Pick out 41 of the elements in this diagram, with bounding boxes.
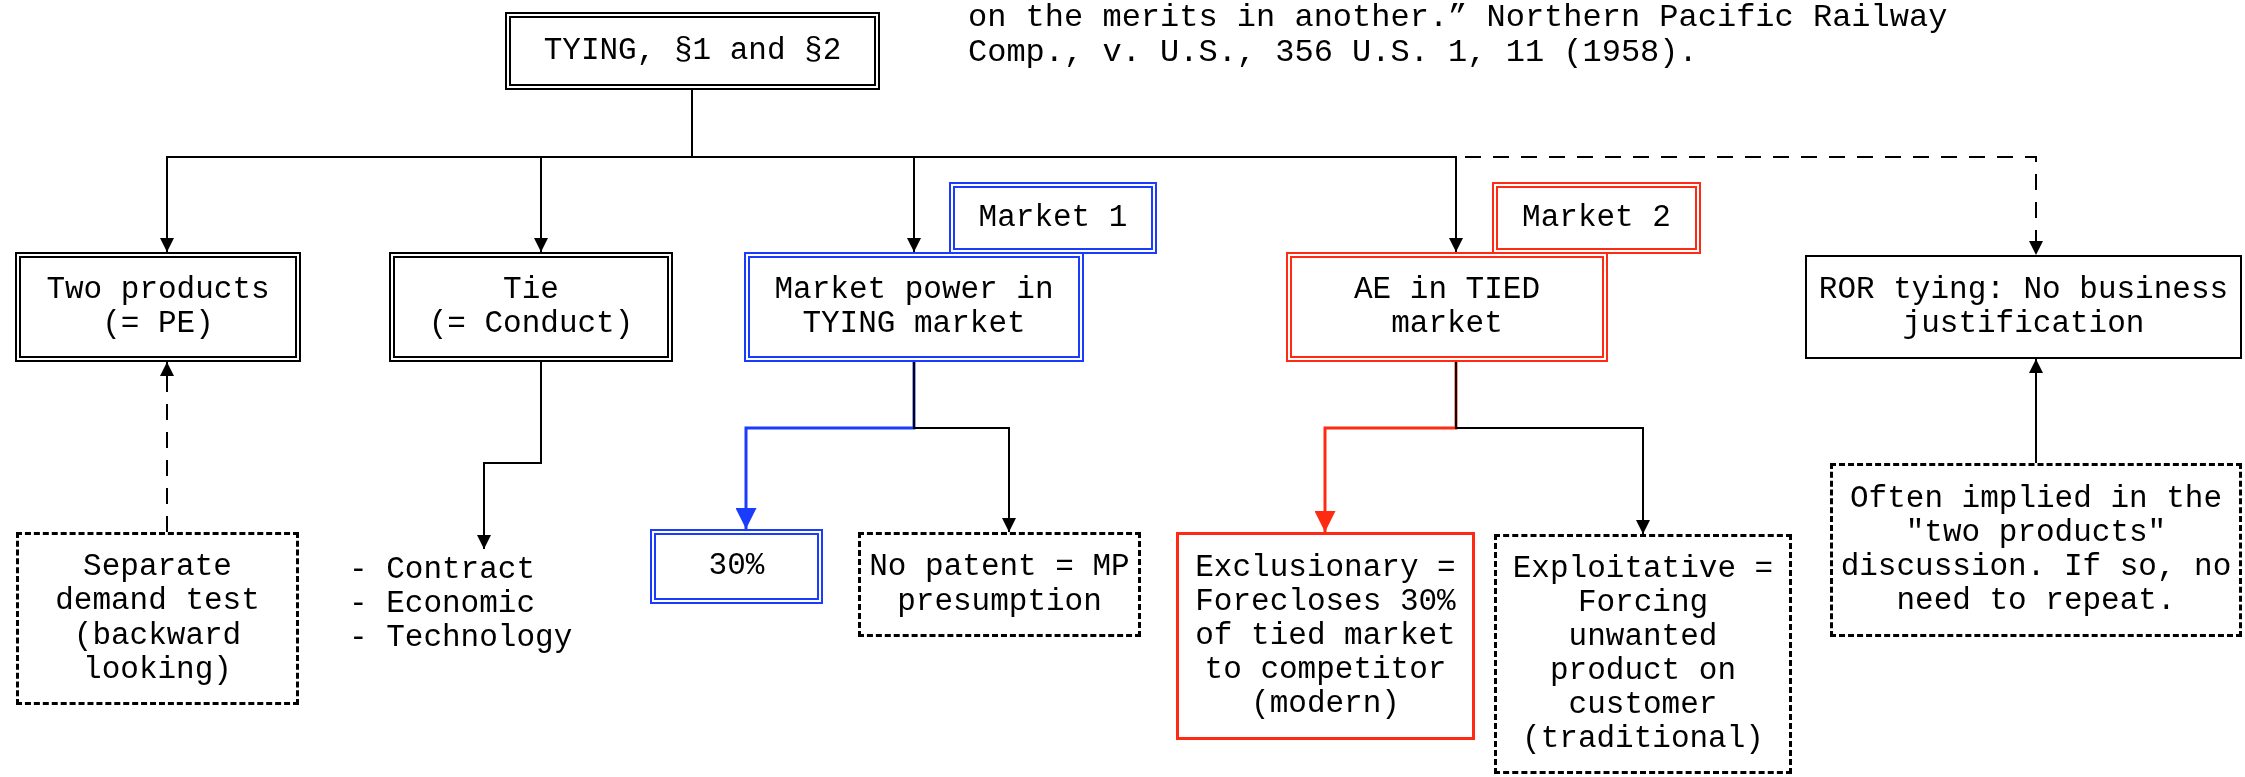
connector-arrow <box>913 361 1016 533</box>
box-text: (= PE) <box>102 307 214 342</box>
connector-arrow <box>2029 358 2043 464</box>
element-box <box>1286 252 1608 362</box>
note-box <box>1830 463 2242 637</box>
list-item: - Economic <box>349 586 536 622</box>
list-item: - Technology <box>349 621 573 656</box>
box-text: ROR tying: No business justification <box>1817 272 2230 342</box>
box-text: Two products <box>46 272 270 307</box>
title-box <box>505 12 880 90</box>
box-text: Market 1 <box>978 200 1128 236</box>
note-box <box>858 532 1141 637</box>
box-text: AE in TIED market <box>1353 272 1541 342</box>
note-box <box>16 532 299 705</box>
list-item: - Contract <box>349 552 536 587</box>
market-tab <box>949 182 1157 254</box>
threshold-box <box>650 529 823 604</box>
connector-arrow <box>735 362 916 529</box>
box-text: 30% <box>708 549 765 584</box>
theory-box <box>1176 532 1475 740</box>
connector-arrow <box>477 361 542 550</box>
box-text: Market 2 <box>1522 200 1671 236</box>
element-box <box>389 252 673 362</box>
connector-arrow <box>1455 361 1650 535</box>
box-text: Exploitative = Forcing unwanted product on customer (traditional) <box>1511 551 1775 757</box>
citation-text: on the merits in another.” Northern Pacific Railway Comp., v. U.S., 356 U.S. 1, 11 (1958). <box>968 0 1949 71</box>
box-text: Separate demand test (backward looking) <box>54 550 261 687</box>
box-text: Market power in TYING market <box>773 272 1055 342</box>
connector-arrow <box>160 361 174 533</box>
box-text: Tie <box>503 272 559 307</box>
box-text: TYING, §1 and §2 <box>543 33 842 69</box>
connector-arrow <box>1314 362 1458 532</box>
box-text: Exclusionary = Forecloses 30% of tied market to competitor (modern) <box>1194 550 1457 722</box>
element-box <box>15 252 301 362</box>
box-text: No patent = MP presumption <box>868 550 1131 619</box>
box-text: Often implied in the "two products" discussion. If so, no need to repeat. <box>1839 481 2233 619</box>
element-box <box>744 252 1084 362</box>
element-box <box>1805 255 2242 359</box>
theory-box <box>1494 534 1792 774</box>
market-tab <box>1492 182 1701 254</box>
box-text: (= Conduct) <box>428 307 634 342</box>
